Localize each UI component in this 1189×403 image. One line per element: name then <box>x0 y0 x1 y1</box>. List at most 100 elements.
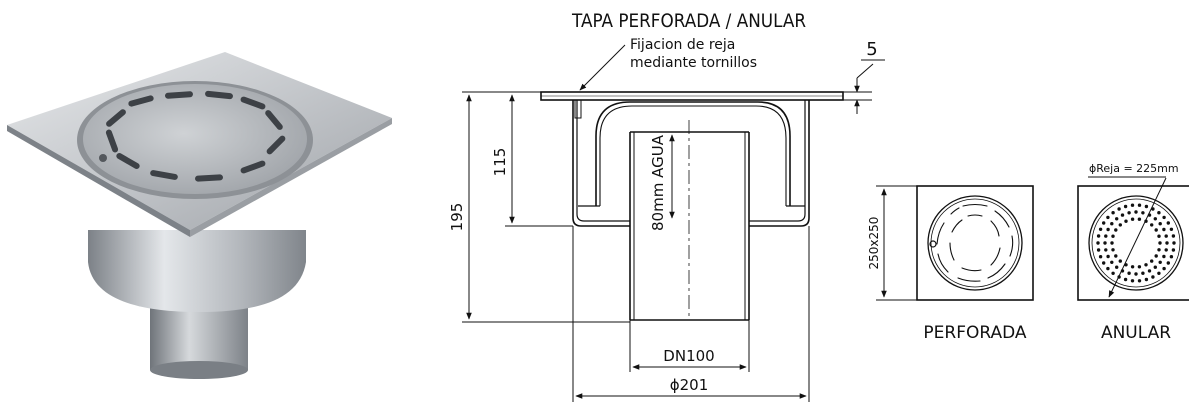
label-perforated: PERFORADA <box>923 323 1027 343</box>
drain-body <box>88 230 306 312</box>
grate-hole <box>1102 221 1106 225</box>
grate-hole <box>1123 204 1128 209</box>
grate-hole <box>1117 207 1121 211</box>
grate-hole <box>1114 228 1118 232</box>
grate-perforated-view <box>876 185 1034 301</box>
grate-hole <box>1144 204 1149 209</box>
grate-hole <box>1166 261 1171 265</box>
grate-slots <box>105 90 286 182</box>
dim-outlet-label: DN100 <box>663 347 714 365</box>
grate-hole <box>1118 223 1123 227</box>
grate-hole <box>1137 265 1142 269</box>
grate-hole <box>1098 255 1103 259</box>
grate-hole <box>1158 241 1162 245</box>
grate-hole <box>1157 271 1161 275</box>
grate-hole <box>1171 248 1176 252</box>
siphon-bell <box>595 101 791 206</box>
grate-hole <box>1141 271 1145 275</box>
grate-hole <box>1166 221 1171 225</box>
grate-hole <box>1157 248 1161 252</box>
grate-hole <box>1096 248 1101 252</box>
grate-hole <box>1103 241 1107 245</box>
grate-hole <box>1114 254 1118 258</box>
grate-hole <box>1115 265 1119 269</box>
grate-hole <box>1130 279 1135 283</box>
grate-hole <box>1106 254 1110 259</box>
grate-hole <box>1111 211 1115 215</box>
grate-hole <box>1147 269 1152 273</box>
grate-hole <box>1134 210 1138 214</box>
grate-hole <box>1137 217 1142 221</box>
grate-hole <box>1120 213 1125 217</box>
grate-hole <box>1144 263 1148 267</box>
grate-hole <box>1151 275 1155 279</box>
grate-hole <box>1137 279 1142 283</box>
grate-hole <box>1165 241 1169 245</box>
grate-hole <box>1171 234 1176 238</box>
grate-hole <box>1096 234 1101 238</box>
grate-hole <box>1130 203 1135 207</box>
grate-hole <box>1127 211 1131 215</box>
grate-hole <box>1110 241 1114 245</box>
grate-hole <box>1162 254 1166 259</box>
grate-hole <box>1162 266 1166 271</box>
grate-hole <box>1106 227 1110 232</box>
screw-note-line2: mediante tornillos <box>630 55 757 71</box>
grate-hole <box>1153 217 1158 221</box>
grate-hole <box>1164 234 1168 238</box>
grate-hole <box>1150 223 1154 227</box>
grate-hole <box>1141 211 1145 215</box>
dim-body-height-label: 115 <box>491 148 509 177</box>
drawing-title: TAPA PERFORADA / ANULAR <box>571 10 806 32</box>
grate-hole <box>1104 248 1108 252</box>
grate-hole <box>1130 217 1135 221</box>
grate-hole <box>1169 227 1174 231</box>
grate-hole <box>1157 234 1161 238</box>
grate-hole <box>1154 254 1158 258</box>
grate-hole <box>1172 241 1176 245</box>
grate-hole <box>1127 271 1131 275</box>
grate-hole <box>1098 227 1103 231</box>
body-outer <box>572 100 630 227</box>
floor-drain-photo <box>7 52 392 379</box>
grate-hole <box>1124 219 1128 223</box>
body-inner-right <box>749 100 806 222</box>
grate-hole <box>1144 277 1149 282</box>
grate-hole <box>1110 260 1114 264</box>
body-outer-right <box>749 100 810 227</box>
dim-total-height-label: 195 <box>448 203 466 232</box>
grate-hole <box>1154 228 1158 232</box>
perforated-screw-icon <box>929 240 937 248</box>
label-annular: ANULAR <box>1101 323 1171 343</box>
annular-holes <box>1096 203 1176 283</box>
grate-hole <box>1162 227 1166 232</box>
top-plate-edge-right <box>190 118 392 237</box>
grate-hole <box>1118 259 1123 263</box>
grate-hole <box>1164 248 1168 252</box>
grate-hole <box>1157 211 1161 215</box>
grate-hole <box>1104 234 1108 238</box>
dimension-lines <box>462 44 885 402</box>
grate-hole <box>1158 260 1162 264</box>
outlet-pipe-section <box>629 131 750 321</box>
dim-thickness-label: 5 <box>866 39 877 60</box>
body-inner <box>576 100 630 222</box>
grate-hole <box>1106 266 1110 271</box>
grate-hole <box>1096 241 1100 245</box>
outlet-pipe-bottom <box>150 361 248 379</box>
grate-diameter-line <box>1108 177 1167 298</box>
grate-hole <box>1115 217 1119 221</box>
grate-hole <box>1150 259 1154 263</box>
dim-water-label: 80mm AGUA <box>649 134 667 231</box>
screw-note-line1: Fijacion de reja <box>630 37 735 53</box>
grate-hole <box>1137 203 1142 207</box>
dim-grate-diameter-label: ϕReja = 225mm <box>1089 162 1179 175</box>
screw-icon <box>574 99 582 119</box>
grate-hole <box>1158 222 1162 226</box>
grate-hole <box>1153 265 1158 269</box>
grate-hole <box>1111 248 1115 252</box>
grate-hole <box>1123 277 1128 282</box>
grate-screw-icon <box>99 154 107 162</box>
grate-hole <box>1102 261 1106 265</box>
